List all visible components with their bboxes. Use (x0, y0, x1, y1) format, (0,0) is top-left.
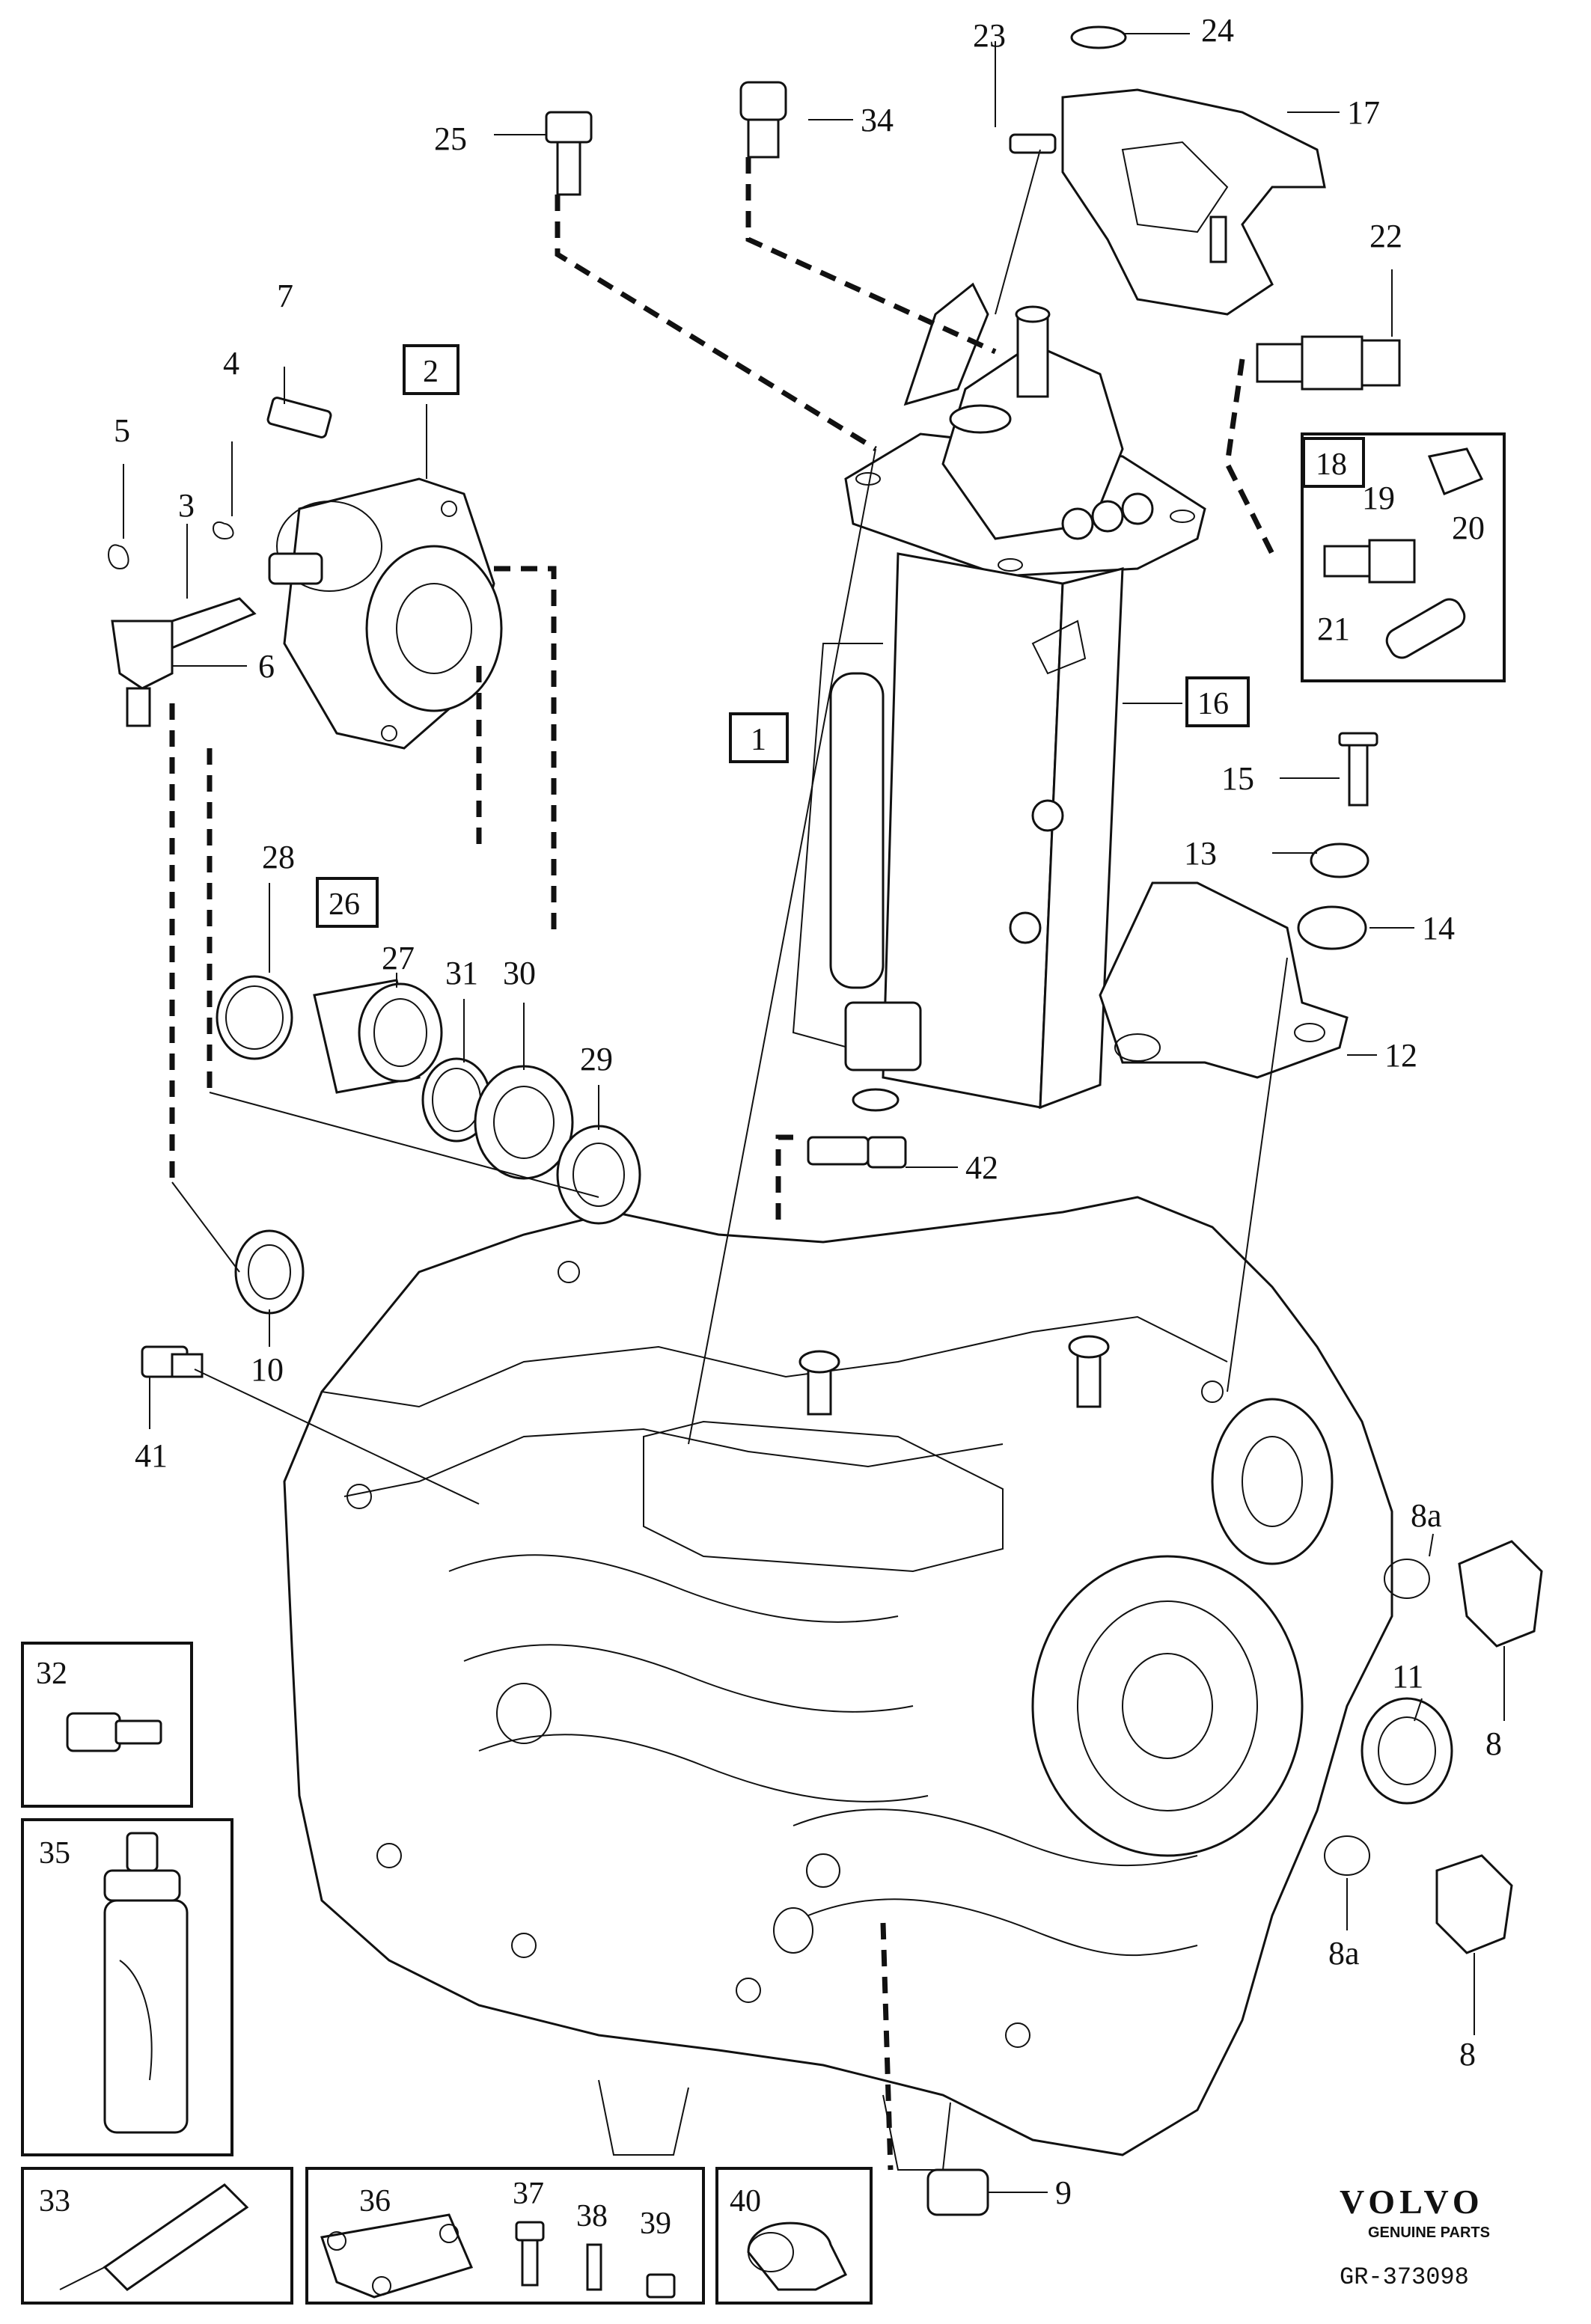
volvo-brand-mark: VOLVO GENUINE PARTS (1340, 2183, 1490, 2241)
callout-8-upper: 8 (1485, 1725, 1502, 1762)
callout-29: 29 (580, 1041, 613, 1077)
callout-24: 24 (1201, 12, 1234, 49)
callout-3: 3 (178, 487, 195, 524)
inset-box-32: 32 (21, 1642, 193, 1808)
callout-13: 13 (1184, 835, 1217, 872)
leader-lines (123, 33, 1505, 2193)
brand-tagline: GENUINE PARTS (1368, 2224, 1490, 2241)
assembly-guides (169, 149, 1288, 2171)
callout-10: 10 (251, 1351, 284, 1388)
selector-lever (1009, 25, 1326, 316)
callout-5: 5 (114, 412, 130, 449)
gearbox-housing (283, 1196, 1393, 2171)
callout-20: 20 (1452, 510, 1485, 546)
callout-23: 23 (973, 17, 1006, 54)
callout-8a-upper: 8a (1411, 1497, 1442, 1534)
seal-kit (216, 975, 641, 1315)
callout-2: 2 (423, 355, 439, 389)
clutch-slave-cylinder (108, 397, 503, 750)
callout-31: 31 (445, 955, 478, 991)
callout-15: 15 (1221, 760, 1254, 797)
callout-27: 27 (382, 940, 415, 976)
callout-18-box: 18 (1302, 437, 1365, 488)
reverse-light-switch (1256, 335, 1401, 391)
diagram-reference: GR-373098 (1340, 2263, 1469, 2291)
callout-9: 9 (1055, 2174, 1072, 2211)
callout-18: 18 (1316, 447, 1347, 482)
callout-7: 7 (277, 278, 293, 314)
callout-30: 30 (503, 955, 536, 991)
brand-name: VOLVO (1340, 2183, 1484, 2221)
callout-34: 34 (861, 102, 894, 138)
callout-12: 12 (1384, 1037, 1417, 1074)
callout-36: 36 (359, 2184, 391, 2218)
callout-39: 39 (640, 2207, 671, 2241)
callout-28: 28 (262, 839, 295, 875)
callout-8a-lower: 8a (1328, 1935, 1360, 1972)
callout-17: 17 (1347, 94, 1380, 131)
callout-8-lower: 8 (1459, 2036, 1476, 2073)
box-18-sensor-kit (1301, 432, 1506, 682)
callout-14: 14 (1422, 910, 1455, 947)
callout-16: 16 (1197, 687, 1229, 721)
callout-1-box: 1 (729, 712, 789, 763)
callout-41: 41 (135, 1437, 168, 1474)
callout-35: 35 (39, 1836, 70, 1871)
inset-box-33: 33 (21, 2167, 293, 2305)
callout-37: 37 (513, 2177, 544, 2211)
inset-box-35: 35 (21, 1818, 233, 2156)
callout-22: 22 (1369, 218, 1402, 254)
callout-labels: 23 24 17 25 34 22 7 4 5 3 6 2 18 19 20 2… (114, 12, 1502, 2211)
callout-26-box: 26 (316, 877, 379, 928)
callout-4: 4 (223, 345, 239, 382)
callout-19: 19 (1362, 480, 1395, 516)
callout-32: 32 (36, 1657, 67, 1691)
small-fasteners (141, 81, 1543, 2216)
callout-33: 33 (39, 2184, 70, 2218)
callout-2-box: 2 (403, 344, 459, 395)
inset-box-40: 40 (715, 2167, 873, 2305)
callout-26: 26 (329, 887, 360, 922)
callout-40: 40 (730, 2184, 761, 2218)
callout-42: 42 (965, 1149, 998, 1186)
callout-25: 25 (434, 120, 467, 157)
inset-box-36-39: 36 37 38 39 (305, 2167, 705, 2305)
callout-6: 6 (258, 648, 275, 685)
callout-38: 38 (576, 2199, 608, 2233)
callout-21: 21 (1317, 611, 1350, 647)
callout-1: 1 (751, 723, 766, 757)
callout-16-box: 16 (1185, 676, 1250, 727)
shift-tower-assembly (792, 282, 1206, 1112)
callout-11: 11 (1392, 1658, 1423, 1695)
